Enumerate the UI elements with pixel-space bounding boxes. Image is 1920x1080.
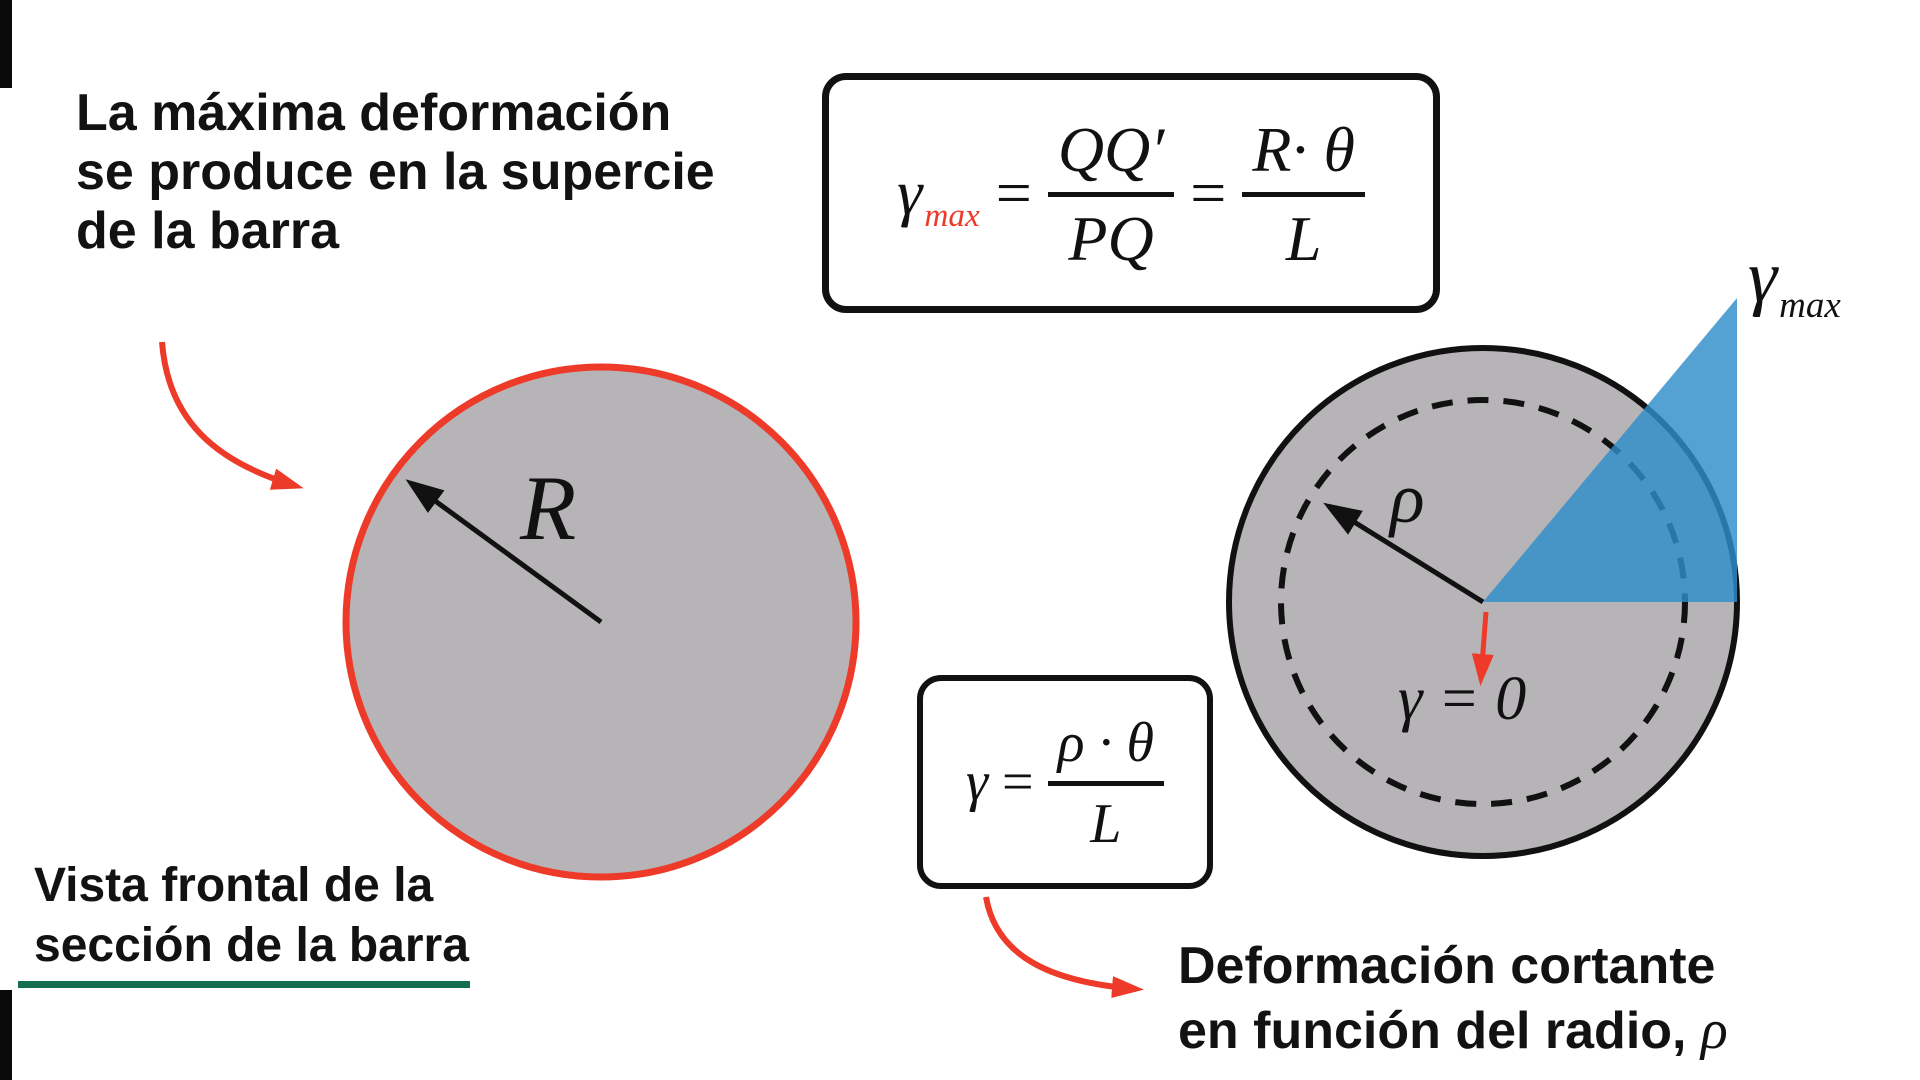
gamma-letter: γ [897,157,923,228]
caption-front-view-line-2: sección de la barra [34,919,469,972]
note-line-2: se produce en la supercie [76,143,715,201]
fraction-qq-pq: QQ′ PQ [1047,116,1175,274]
fraction-rtheta-l: R· θ L [1242,116,1365,271]
radius-rho-label: ρ [1390,458,1425,538]
caption-shear-strain-line-2-text: en función del radio, [1178,1002,1701,1060]
equals-sign-2: = [1190,157,1227,228]
radius-rho-arrow [1323,502,1485,605]
fraction-rhotheta-l: ρ · θ L [1047,713,1165,855]
caption-shear-strain-line-1: Deformación cortante [1178,937,1716,995]
shear-strain-triangle [1483,298,1737,602]
gamma-max-label: γmax [1748,240,1841,324]
gamma-zero-label: γ = 0 [1398,665,1527,733]
fraction-numerator-qq: QQ′ [1047,116,1175,197]
equals-sign-3: = [1002,751,1034,813]
gamma-max-label-subscript: max [1779,284,1841,326]
fraction-denominator-l2: L [1090,792,1122,855]
edge-artifact-bottom [0,990,12,1080]
gamma-max-letter: γ [1748,236,1778,318]
formula-pointer-arrow [983,896,1144,999]
edge-artifact-top [0,0,12,88]
gamma-symbol: γmax [897,156,980,234]
fraction-numerator-rhotheta: ρ · θ [1047,713,1165,786]
caption-shear-strain: Deformación cortante en función del radi… [1178,934,1728,1063]
formula-gamma-rho-box: γ = ρ · θ L [917,675,1213,889]
fraction-denominator-pq: PQ [1068,202,1154,274]
equals-sign-1: = [995,157,1032,228]
fraction-numerator-rtheta: R· θ [1242,116,1365,197]
caption-front-view: Vista frontal de la sección de la barra [34,856,469,976]
note-max-deformation: La máxima deformación se produce en la s… [76,84,715,261]
note-pointer-arrow [159,341,304,490]
formula-gamma-max-box: γmax = QQ′ PQ = R· θ L [822,73,1440,313]
caption-rho-symbol: ρ [1700,999,1728,1061]
radius-R-label: R [520,457,577,559]
radius-R-arrow [405,479,603,625]
note-line-3: de la barra [76,202,340,260]
gamma-zero-arrow [1471,611,1494,686]
caption-shear-strain-line-2: en función del radio, ρ [1178,998,1728,1063]
gamma-max-subscript: max [924,196,980,234]
green-underline [18,981,470,988]
fraction-denominator-l: L [1285,202,1322,274]
caption-front-view-line-1: Vista frontal de la [34,859,434,912]
note-line-1: La máxima deformación [76,84,672,142]
gamma-symbol-2: γ [965,751,989,813]
